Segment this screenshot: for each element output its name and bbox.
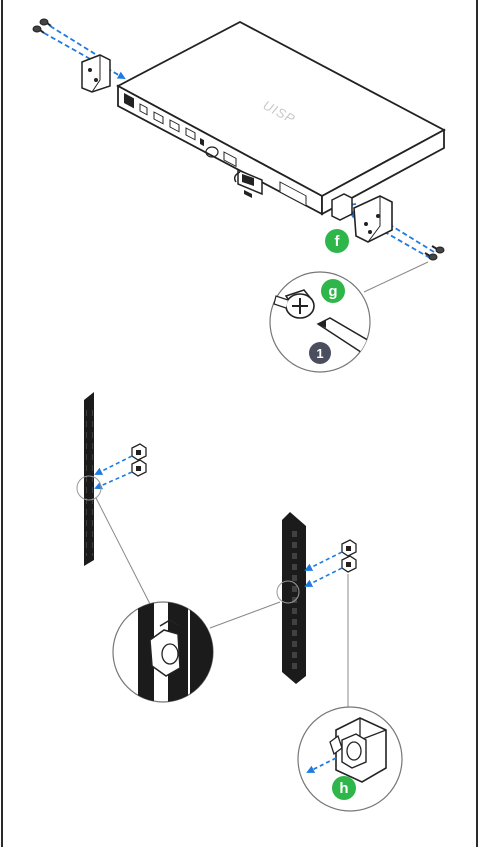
screw-count-label: 1 bbox=[316, 346, 323, 361]
screw-icon-right-b bbox=[424, 252, 438, 261]
step-badge-g bbox=[321, 279, 345, 303]
magnifier-callout-icon-screw: g 1 bbox=[269, 271, 371, 373]
screw-icon-detail bbox=[273, 289, 315, 319]
callout-line-left bbox=[95, 497, 151, 605]
screw-icon-right-a bbox=[431, 245, 445, 254]
callout-line-right bbox=[209, 601, 281, 629]
mounting-bracket-icon-right bbox=[331, 193, 393, 243]
sfp-module-icon bbox=[233, 168, 263, 198]
magnifier-callout-icon-cage: h bbox=[297, 706, 403, 812]
step-label-f: f bbox=[335, 233, 341, 250]
front-panel-ports bbox=[124, 93, 307, 207]
callout-line-screw bbox=[363, 261, 429, 293]
device-chassis: UISP bbox=[116, 20, 446, 216]
screw-icon-left-a bbox=[32, 25, 45, 34]
cage-nut-icon-right-a bbox=[341, 539, 357, 557]
step-badge-h bbox=[332, 776, 356, 800]
cage-nut-icon-right-b bbox=[341, 555, 357, 573]
rack-rail-icon-right bbox=[282, 512, 306, 684]
rail-highlight-right bbox=[276, 580, 300, 604]
step-label-h: h bbox=[339, 780, 348, 797]
rack-rail-icon-left bbox=[84, 392, 94, 566]
left-rail-arrows bbox=[94, 455, 133, 490]
mounting-bracket-icon-left bbox=[81, 54, 111, 93]
step-label-g: g bbox=[328, 283, 337, 300]
rail-highlight-left bbox=[76, 475, 102, 501]
cage-nut-icon-left-a bbox=[131, 443, 147, 461]
right-rail-arrows bbox=[304, 551, 343, 587]
cage-nut-icon-left-b bbox=[131, 459, 147, 477]
screw-icon-left-b bbox=[39, 18, 52, 27]
magnifier-callout-icon-left bbox=[112, 601, 214, 703]
count-badge bbox=[309, 342, 331, 364]
step-badge-f: f bbox=[325, 229, 349, 253]
